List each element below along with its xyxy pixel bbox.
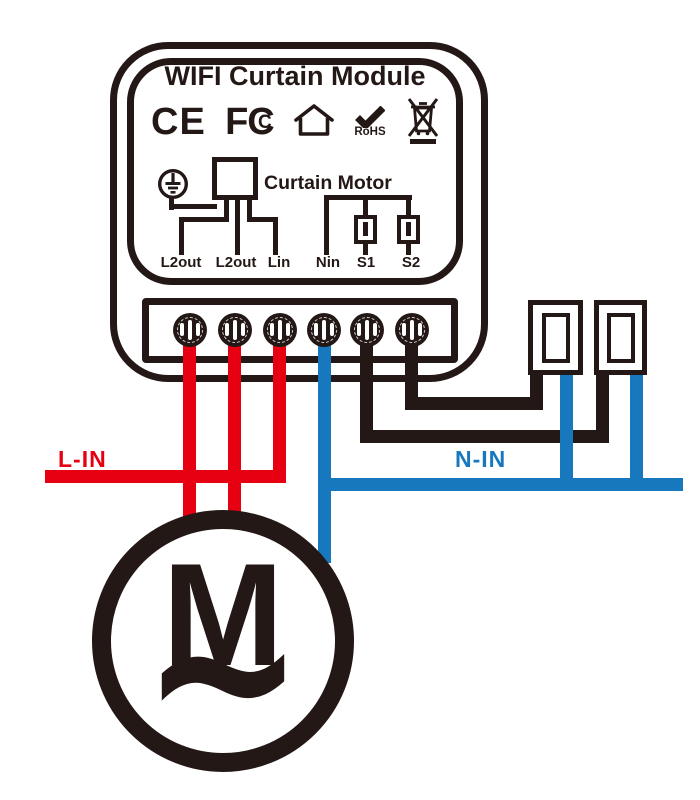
- wire-l2out-1: [183, 344, 196, 520]
- rohs-check-icon: [355, 106, 385, 128]
- bracket: [324, 195, 412, 200]
- wire-s1: [360, 430, 609, 443]
- wire-l2out-2: [228, 344, 241, 514]
- ce-mark: CE: [151, 101, 206, 143]
- wire-s2-to-switch-left: [530, 370, 543, 410]
- s2-switch-symbol: [397, 215, 420, 244]
- lead-l2out-1: [224, 198, 229, 222]
- lead-nin: [324, 195, 329, 255]
- lead-lin: [247, 217, 278, 222]
- terminal-label: L2out: [215, 254, 257, 271]
- motor-ac-symbol: ~: [141, 537, 305, 800]
- terminal-screw-icon: [218, 313, 252, 347]
- wire-s2: [405, 344, 418, 410]
- wire-s2: [405, 397, 543, 410]
- lead-l2out-2: [235, 198, 240, 255]
- lead-lin: [247, 198, 252, 222]
- motor-letter: M: [162, 533, 284, 696]
- terminal-screw-icon: [263, 313, 297, 347]
- lead-l2out-1: [179, 217, 184, 255]
- s1-switch-symbol: [354, 215, 377, 244]
- weee-bin-icon: [405, 95, 441, 150]
- lead-lin: [273, 217, 278, 255]
- terminal-label: L2out: [160, 254, 202, 271]
- l-in-label: L-IN: [58, 446, 107, 472]
- wall-switch-left: [528, 300, 583, 375]
- switch-rocker: [541, 312, 570, 363]
- terminal-label: Nin: [315, 254, 341, 271]
- terminal-screw-icon: [395, 313, 429, 347]
- switch-rocker: [606, 312, 635, 363]
- l-in-bus: [45, 470, 286, 483]
- wire-lin: [273, 344, 286, 483]
- wire-s1: [360, 344, 373, 443]
- curtain-motor-label: Curtain Motor: [264, 172, 392, 194]
- n-in-bus: [318, 478, 683, 491]
- terminal-label: S2: [401, 254, 421, 271]
- terminal-label: S1: [356, 254, 376, 271]
- wire-s1-to-switch-right: [596, 370, 609, 443]
- n-in-label: N-IN: [455, 446, 507, 472]
- terminal-screw-icon: [307, 313, 341, 347]
- terminal-screw-icon: [173, 313, 207, 347]
- terminal-label: Lin: [267, 254, 291, 271]
- wall-switch-right: [594, 300, 647, 375]
- ground-lead: [169, 196, 174, 210]
- module-title: WIFI Curtain Module: [164, 61, 426, 91]
- ground-lead: [169, 204, 217, 209]
- rohs-mark: RoHS: [354, 106, 386, 138]
- lead-l2out-1: [179, 217, 229, 222]
- home-icon: [293, 103, 335, 142]
- motor-connector-box: [212, 157, 258, 200]
- switch-left-neutral-leg: [560, 370, 573, 491]
- switch-right-neutral-leg: [630, 370, 643, 491]
- wire-nin: [318, 344, 331, 563]
- terminal-screw-icon: [350, 313, 384, 347]
